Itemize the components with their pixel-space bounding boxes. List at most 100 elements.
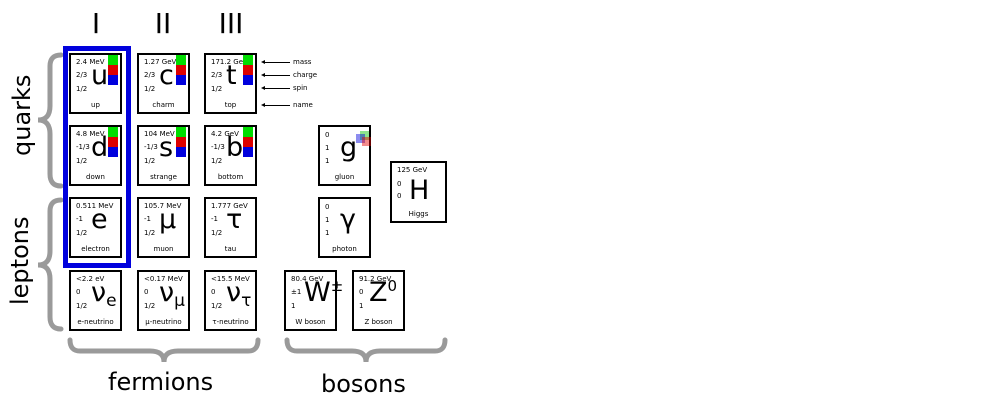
particle-card-strange[interactable]: 104 MeV -1/3 1/2 s strange bbox=[137, 125, 190, 186]
bosons-brace-icon bbox=[284, 337, 448, 363]
particle-name: e-neutrino bbox=[77, 318, 114, 326]
particle-name: strange bbox=[150, 173, 177, 181]
mass-value: 125 GeV bbox=[397, 166, 428, 174]
particle-card-z-boson[interactable]: 91.2 GeV 0 1 Z0 Z boson bbox=[352, 270, 405, 331]
spin-value: 1/2 bbox=[76, 302, 88, 310]
particle-card-gluon[interactable]: 0 1 1 g gluon bbox=[318, 125, 371, 186]
name-arrow-icon bbox=[261, 103, 290, 107]
charge-value: -1 bbox=[211, 215, 218, 223]
particle-card-bottom[interactable]: 4.2 GeV -1/3 1/2 b bottom bbox=[204, 125, 257, 186]
generation-i-highlight bbox=[63, 46, 131, 268]
color-charge-green-icon bbox=[243, 127, 253, 137]
mass-value: 105.7 MeV bbox=[144, 202, 182, 210]
spin-value: 1/2 bbox=[76, 85, 88, 93]
gluon-color-red-icon bbox=[362, 137, 371, 146]
charge-value: 2/3 bbox=[144, 71, 156, 79]
particle-card-tau[interactable]: 1.777 GeV -1 1/2 τ tau bbox=[204, 197, 257, 258]
particle-card-up[interactable]: 2.4 MeV 2/3 1/2 u up bbox=[69, 53, 122, 114]
particle-symbol: c bbox=[159, 60, 174, 91]
generation-i-header: I bbox=[91, 7, 101, 40]
particle-name: charm bbox=[152, 101, 175, 109]
gluon-color-blue-icon bbox=[356, 134, 365, 143]
color-charge-green-icon bbox=[176, 55, 186, 65]
spin-value: 0 bbox=[397, 192, 402, 200]
color-charge-blue-icon bbox=[108, 147, 118, 157]
charge-value: -1 bbox=[76, 215, 83, 223]
spin-arrow-icon bbox=[261, 86, 290, 90]
legend-spin: spin bbox=[293, 84, 308, 92]
symbol-subscript: μ bbox=[174, 291, 185, 311]
legend-name: name bbox=[293, 101, 313, 109]
particle-card-e-neutrino[interactable]: <2.2 eV 0 1/2 νe e-neutrino bbox=[69, 270, 122, 331]
charge-value: 0 bbox=[325, 131, 330, 139]
particle-name: W boson bbox=[295, 318, 326, 326]
leptons-label: leptons bbox=[6, 216, 34, 305]
color-charge-red-icon bbox=[243, 65, 253, 75]
color-charge-red-icon bbox=[176, 137, 186, 147]
spin-value: 1/2 bbox=[144, 157, 156, 165]
spin-value: 1 bbox=[325, 144, 330, 152]
particle-name: top bbox=[224, 101, 237, 109]
particle-card-muon[interactable]: 105.7 MeV -1 1/2 μ muon bbox=[137, 197, 190, 258]
spin-value: 1 bbox=[291, 302, 296, 310]
mass-value: 0.511 MeV bbox=[76, 202, 114, 210]
color-charge-red-icon bbox=[176, 65, 186, 75]
particle-symbol: γ bbox=[340, 204, 356, 235]
particle-name: Higgs bbox=[408, 210, 429, 218]
particle-symbol: u bbox=[91, 60, 109, 91]
symbol-main: Z bbox=[369, 277, 388, 308]
particle-name: photon bbox=[332, 245, 357, 253]
charge-arrow-icon bbox=[261, 73, 290, 77]
fermions-brace-icon bbox=[67, 337, 261, 363]
particle-symbol: νe bbox=[91, 278, 117, 310]
particle-card-charm[interactable]: 1.27 GeV 2/3 1/2 c charm bbox=[137, 53, 190, 114]
particle-card-higgs[interactable]: 125 GeV 0 0 H Higgs bbox=[390, 161, 447, 223]
color-charge-red-icon bbox=[243, 137, 253, 147]
particle-symbol: τ bbox=[226, 204, 243, 235]
particle-name: Z boson bbox=[364, 318, 393, 326]
charge-value: 0 bbox=[325, 203, 330, 211]
spin-value: 1/2 bbox=[144, 229, 156, 237]
particle-name: down bbox=[86, 173, 105, 181]
mass-value: 1.27 GeV bbox=[144, 58, 177, 66]
particle-card-w-boson[interactable]: 80.4 GeV ±1 1 W± W boson bbox=[284, 270, 343, 331]
particle-symbol: d bbox=[91, 132, 109, 163]
particle-card-down[interactable]: 4.8 MeV -1/3 1/2 d down bbox=[69, 125, 122, 186]
mass-value: 171.2 GeV bbox=[211, 58, 248, 66]
particle-symbol: μ bbox=[159, 204, 177, 235]
mass-value: 2.4 MeV bbox=[76, 58, 105, 66]
color-charge-blue-icon bbox=[108, 75, 118, 85]
mass-arrow-icon bbox=[261, 60, 290, 64]
particle-card-mu-neutrino[interactable]: <0.17 MeV 0 1/2 νμ μ-neutrino bbox=[137, 270, 190, 331]
legend-charge: charge bbox=[293, 71, 318, 79]
charge-value: 2/3 bbox=[211, 71, 223, 79]
mass-value: <0.17 MeV bbox=[144, 275, 183, 283]
third-value: 1 bbox=[325, 229, 330, 237]
color-charge-blue-icon bbox=[243, 75, 253, 85]
particle-symbol: H bbox=[409, 175, 430, 206]
particle-symbol: νμ bbox=[159, 277, 185, 311]
particle-name: μ-neutrino bbox=[145, 318, 182, 326]
color-charge-green-icon bbox=[108, 55, 118, 65]
third-value: 1 bbox=[325, 157, 330, 165]
spin-value: 1/2 bbox=[211, 229, 223, 237]
particle-card-tau-neutrino[interactable]: <15.5 MeV 0 1/2 ντ τ-neutrino bbox=[204, 270, 257, 331]
particle-card-photon[interactable]: 0 1 1 γ photon bbox=[318, 197, 371, 258]
color-charge-green-icon bbox=[243, 55, 253, 65]
particle-symbol: Z0 bbox=[369, 278, 397, 308]
spin-value: 1/2 bbox=[211, 157, 223, 165]
particle-symbol: W± bbox=[304, 278, 343, 308]
gluon-color-green-icon bbox=[360, 131, 369, 140]
spin-value: 1 bbox=[359, 302, 364, 310]
symbol-superscript: ± bbox=[330, 277, 344, 295]
symbol-main: ν bbox=[159, 277, 175, 308]
particle-name: bottom bbox=[217, 173, 244, 181]
spin-value: 1/2 bbox=[211, 302, 223, 310]
particle-symbol: t bbox=[226, 60, 237, 91]
generation-ii-header: II bbox=[154, 7, 172, 40]
particle-card-top[interactable]: 171.2 GeV 2/3 1/2 t top bbox=[204, 53, 257, 114]
quarks-label: quarks bbox=[8, 74, 36, 156]
fermions-label: fermions bbox=[108, 368, 214, 396]
particle-symbol: g bbox=[340, 132, 358, 163]
particle-card-electron[interactable]: 0.511 MeV -1 1/2 e electron bbox=[69, 197, 122, 258]
